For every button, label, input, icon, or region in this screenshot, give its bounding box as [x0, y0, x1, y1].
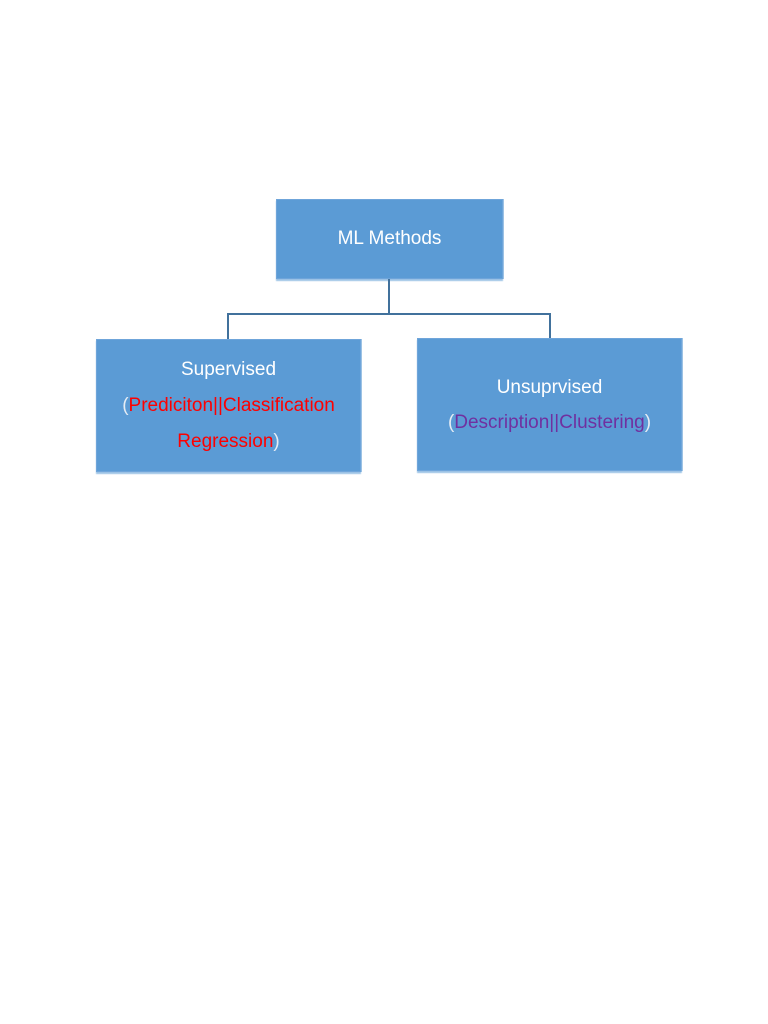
- close-paren: ): [273, 430, 280, 452]
- node-supervised-detail-line2: Regression): [177, 424, 279, 460]
- connector-stem: [388, 279, 390, 314]
- node-supervised: Supervised (Prediciton||Classification R…: [96, 339, 361, 472]
- node-unsupervised: Unsuprvised (Description||Clustering): [417, 338, 682, 471]
- connector-drop-right: [549, 313, 551, 339]
- node-supervised-title: Supervised: [180, 358, 277, 380]
- node-ml-methods-label: ML Methods: [337, 228, 442, 249]
- close-paren: ): [644, 411, 652, 433]
- open-paren: (: [447, 411, 455, 433]
- node-supervised-detail-line1: (Prediciton||Classification: [122, 388, 335, 424]
- unsupervised-detail-text: Description||Clustering: [454, 411, 645, 433]
- node-unsupervised-title: Unsuprvised: [496, 376, 603, 398]
- node-ml-methods: ML Methods: [276, 199, 503, 279]
- connector-drop-left: [227, 313, 229, 340]
- connector-horizontal: [227, 313, 551, 315]
- supervised-detail-text1: Prediciton||Classification: [128, 394, 335, 416]
- node-unsupervised-detail-line: (Description||Clustering): [448, 405, 651, 440]
- supervised-detail-text2: Regression: [177, 430, 274, 452]
- open-paren: (: [122, 394, 129, 416]
